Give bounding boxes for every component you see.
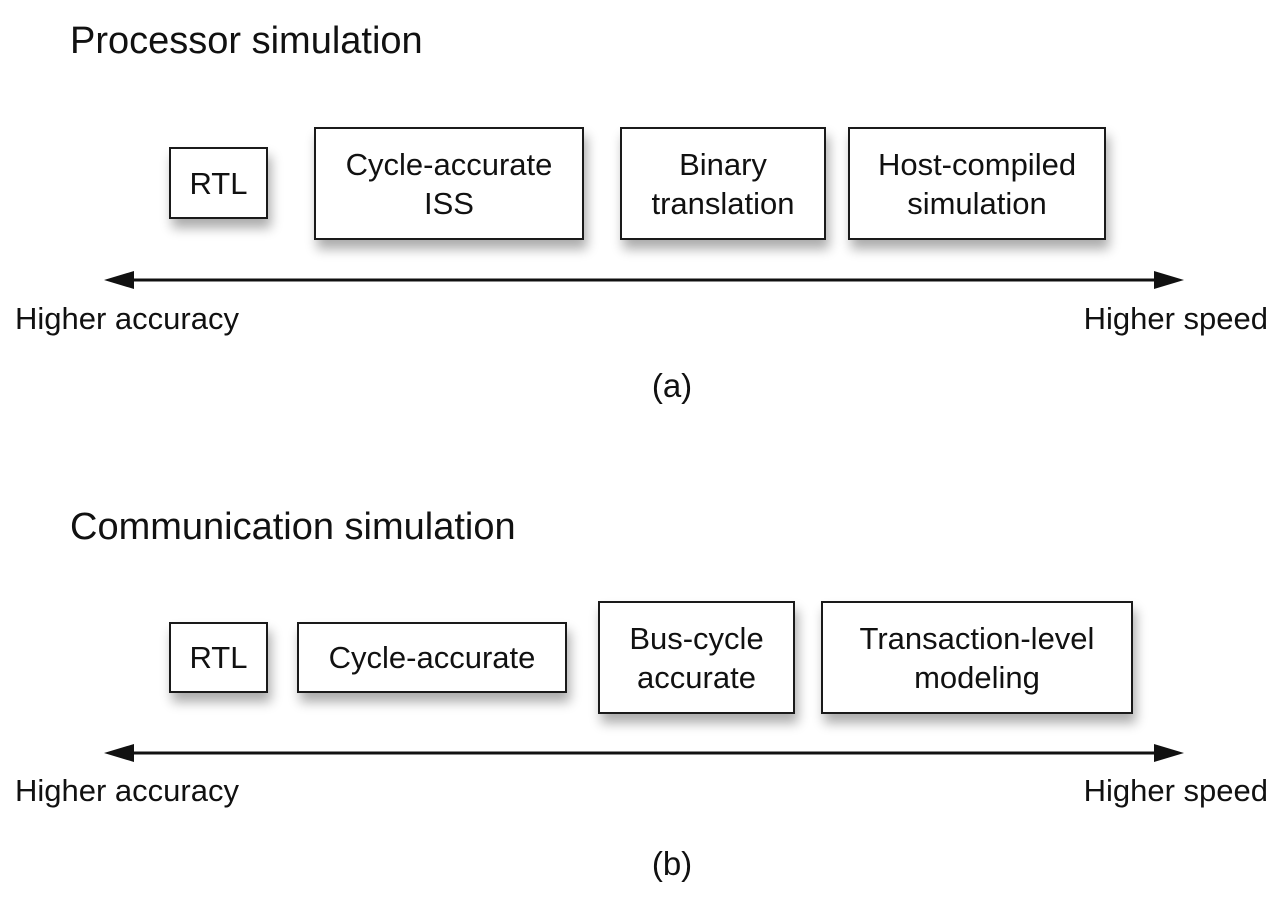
accuracy-speed-axis [104, 741, 1184, 765]
panel-communication-simulation: Communication simulation RTL Cycle-accur… [0, 486, 1280, 903]
box-cycle-accurate-iss: Cycle-accurate ISS [314, 127, 584, 240]
box-transaction-level-modeling: Transaction-level modeling [821, 601, 1133, 714]
box-bus-cycle-accurate: Bus-cycle accurate [598, 601, 795, 714]
axis-label-higher-accuracy: Higher accuracy [15, 301, 239, 336]
arrow-right-icon [1154, 744, 1184, 762]
box-binary-translation: Binary translation [620, 127, 826, 240]
panel-caption: (b) [651, 845, 693, 882]
accuracy-speed-axis [104, 268, 1184, 292]
axis-label-higher-speed: Higher speed [1083, 773, 1268, 808]
box-cycle-accurate: Cycle-accurate [297, 622, 567, 693]
box-host-compiled-simulation: Host-compiled simulation [848, 127, 1106, 240]
arrow-left-icon [104, 271, 134, 289]
arrow-left-icon [104, 744, 134, 762]
panel-caption: (a) [651, 367, 693, 404]
axis-label-higher-speed: Higher speed [1083, 301, 1268, 336]
box-rtl: RTL [169, 622, 268, 693]
panel-processor-simulation: Processor simulation RTL Cycle-accurate … [0, 0, 1280, 450]
box-rtl: RTL [169, 147, 268, 219]
axis-label-higher-accuracy: Higher accuracy [15, 773, 239, 808]
arrow-right-icon [1154, 271, 1184, 289]
panel-title: Processor simulation [70, 20, 423, 62]
panel-title: Communication simulation [70, 506, 516, 548]
